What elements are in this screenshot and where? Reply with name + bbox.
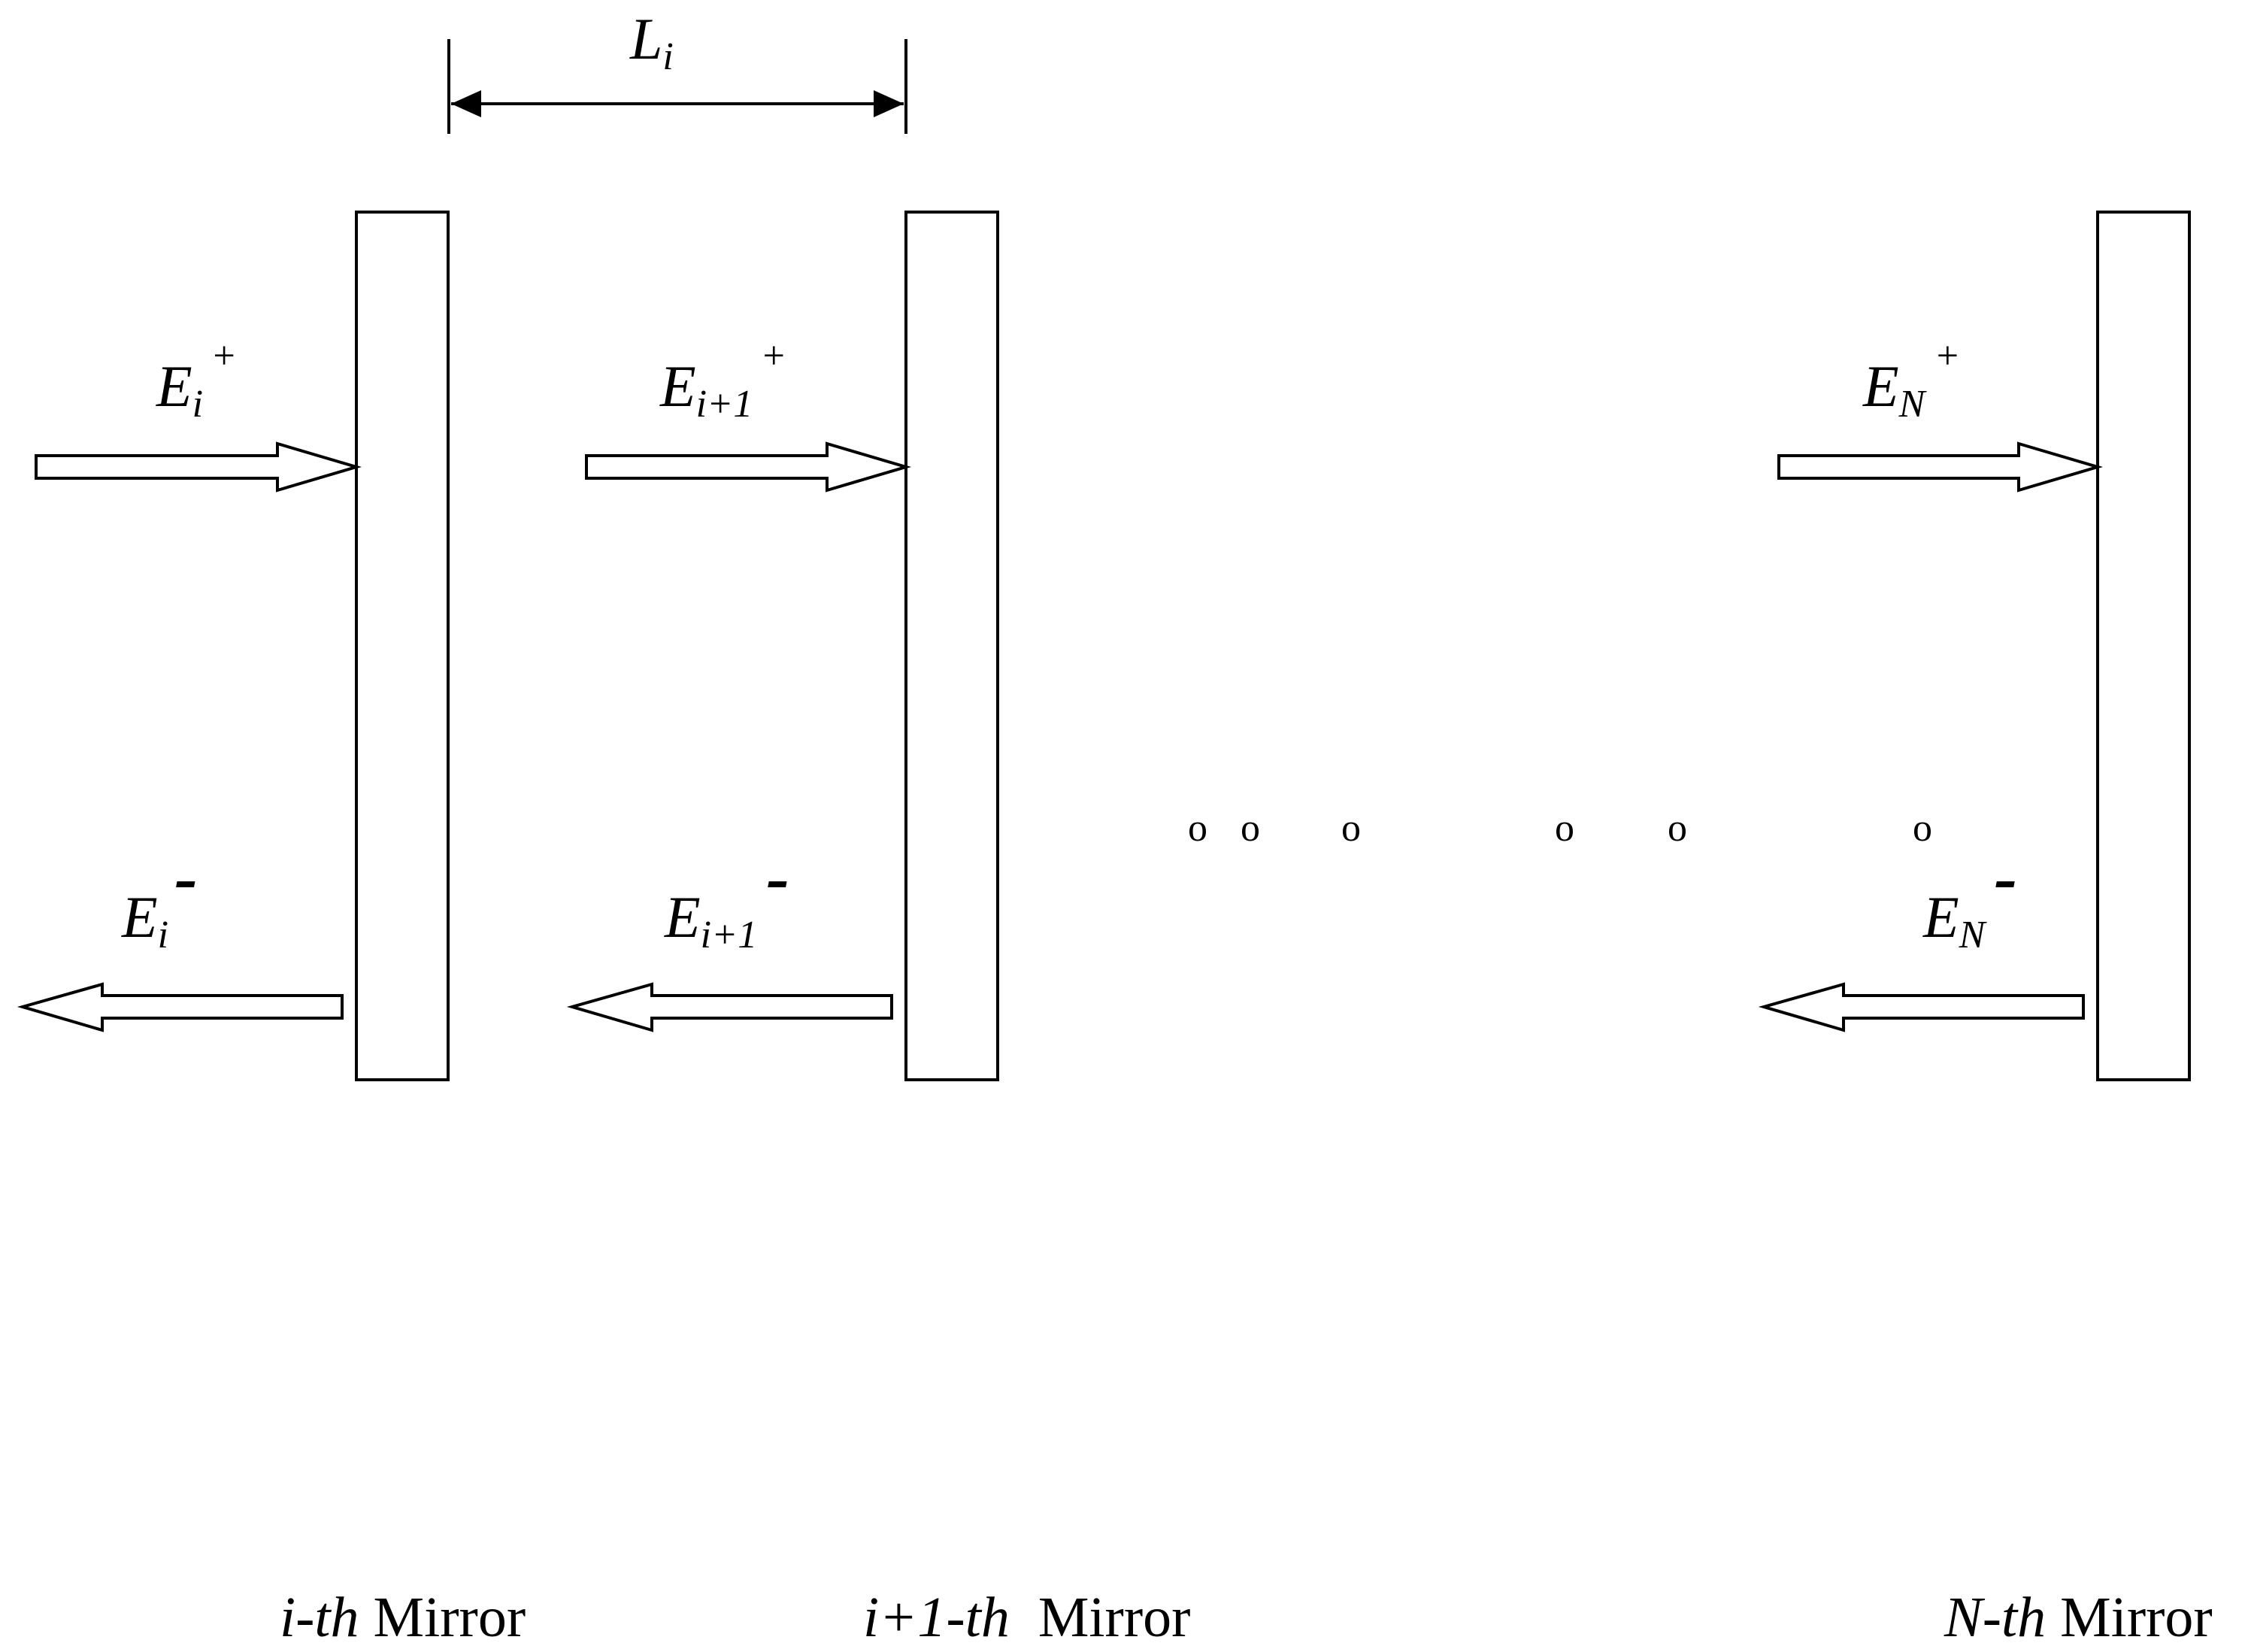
backward-field-label-i-plus-1: Ei+1- <box>664 839 789 956</box>
backward-field-label-n: EN- <box>1922 839 2017 956</box>
backward-arrow-i <box>17 982 344 1032</box>
spacing-dimension: Li <box>447 6 907 134</box>
forward-arrow-i-plus-1 <box>585 441 912 493</box>
ellipsis-dot: o <box>1913 807 1932 850</box>
spacing-label: Li <box>629 6 674 78</box>
forward-field-label-i: Ei+ <box>156 335 237 426</box>
forward-arrow-i <box>35 441 362 493</box>
mirror-caption-i: i-th Mirror <box>280 1586 526 1649</box>
mirror-caption-n: N-th Mirror <box>1944 1586 2213 1649</box>
ellipsis-dot: o <box>1188 807 1207 850</box>
spacing-arrowhead-right <box>874 90 904 117</box>
mirror-plate-i <box>355 211 450 1081</box>
forward-arrow-n <box>1777 441 2104 493</box>
ellipsis-dot: o <box>1241 807 1260 850</box>
ellipsis-dot: o <box>1668 807 1687 850</box>
backward-arrow-i-plus-1 <box>566 982 893 1032</box>
spacing-arrowhead-left <box>451 90 481 117</box>
forward-field-label-i-plus-1: Ei+1+ <box>659 335 786 426</box>
backward-field-label-i: Ei- <box>121 839 198 956</box>
forward-field-label-n: EN+ <box>1862 335 1960 426</box>
ellipsis-dot: o <box>1555 807 1574 850</box>
ellipsis-dot: o <box>1341 807 1361 850</box>
backward-arrow-n <box>1758 982 2085 1032</box>
mirror-plate-i-plus-1 <box>904 211 999 1081</box>
mirror-plate-n <box>2096 211 2191 1081</box>
mirror-caption-i-plus-1: i+1-th Mirror <box>863 1586 1190 1649</box>
ellipsis-dots: o o o o o o <box>1188 807 1932 850</box>
